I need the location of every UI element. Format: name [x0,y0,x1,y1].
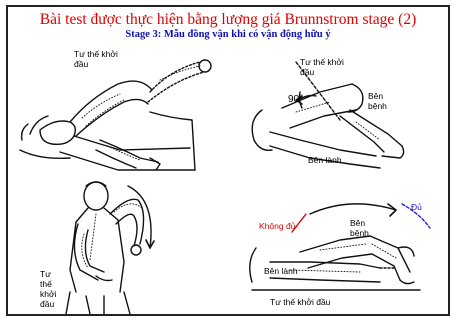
br-affected-label: Bên bệnh [350,218,384,238]
tr-start-label: Tư thế khởi đầu [300,57,360,77]
br-enough-label: Đủ [411,202,422,212]
supine-knee-figure [250,204,430,290]
br-healthy-label: Bên lành [264,266,298,276]
knee-flexion-figure [252,62,403,168]
br-not-enough-label: Không đủ [259,221,295,231]
tr-affected-label: Bên bệnh [368,91,402,111]
supine-arm-figure [20,60,211,170]
tr-angle-label: 90° [288,95,303,105]
br-start-label: Tư thế khởi đầu [270,297,330,307]
bl-start-label: Tư thế khởi đầu [40,269,64,309]
seated-arm-raise-figure [66,182,154,314]
tr-healthy-label: Bên lành [308,155,342,165]
tl-start-label: Tư thế khởi đầu [74,49,124,69]
